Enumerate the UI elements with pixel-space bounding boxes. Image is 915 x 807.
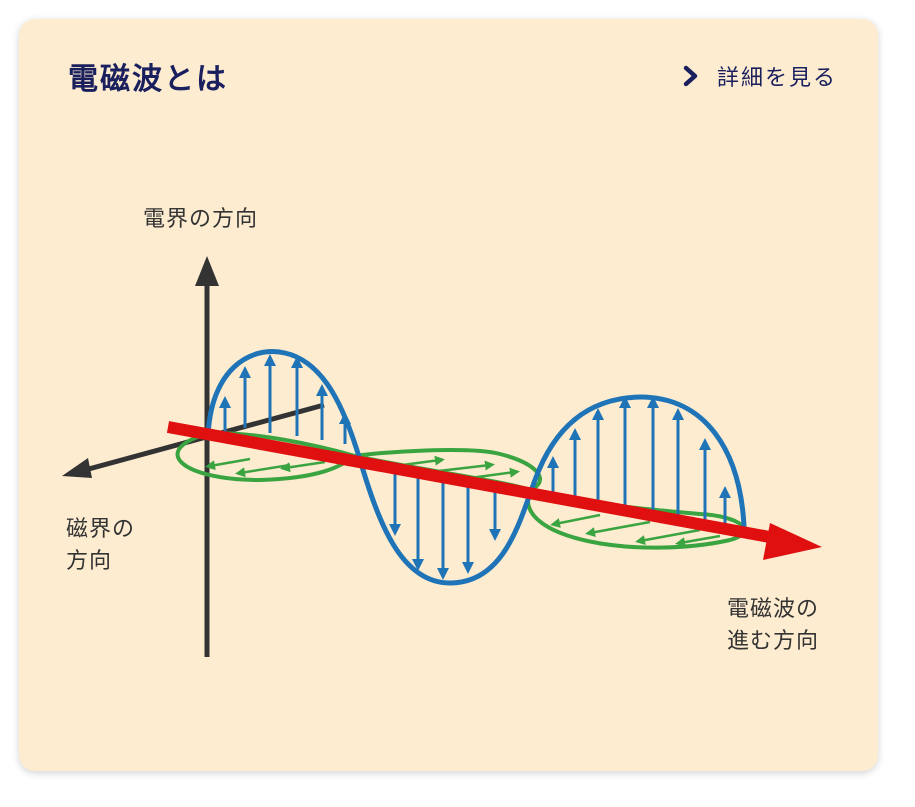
page-title: 電磁波とは: [68, 62, 228, 97]
detail-link[interactable]: 詳細を見る: [681, 60, 837, 92]
magnetic-wave-loop-1: [175, 431, 360, 483]
chevron-right-icon: [683, 65, 698, 87]
electric-wave: [205, 349, 747, 586]
detail-link-label: 詳細を見る: [716, 66, 837, 91]
propagation-arrow: [166, 421, 822, 560]
magnetic-wave: [175, 431, 747, 550]
magnetic-field-label-line1: 磁界の: [66, 517, 136, 542]
propagation-label: 電磁波の 進む方向: [727, 594, 819, 658]
electric-wave-arrows: [219, 354, 731, 580]
electric-axis: [195, 256, 219, 657]
propagation-label-line1: 電磁波の: [727, 597, 820, 622]
magnetic-field-label-line2: 方向: [66, 549, 113, 574]
propagation-label-line2: 進む方向: [727, 629, 820, 654]
info-card: [19, 19, 878, 771]
electric-field-label: 電界の方向: [143, 207, 259, 232]
magnetic-field-label: 磁界の 方向: [66, 514, 135, 578]
